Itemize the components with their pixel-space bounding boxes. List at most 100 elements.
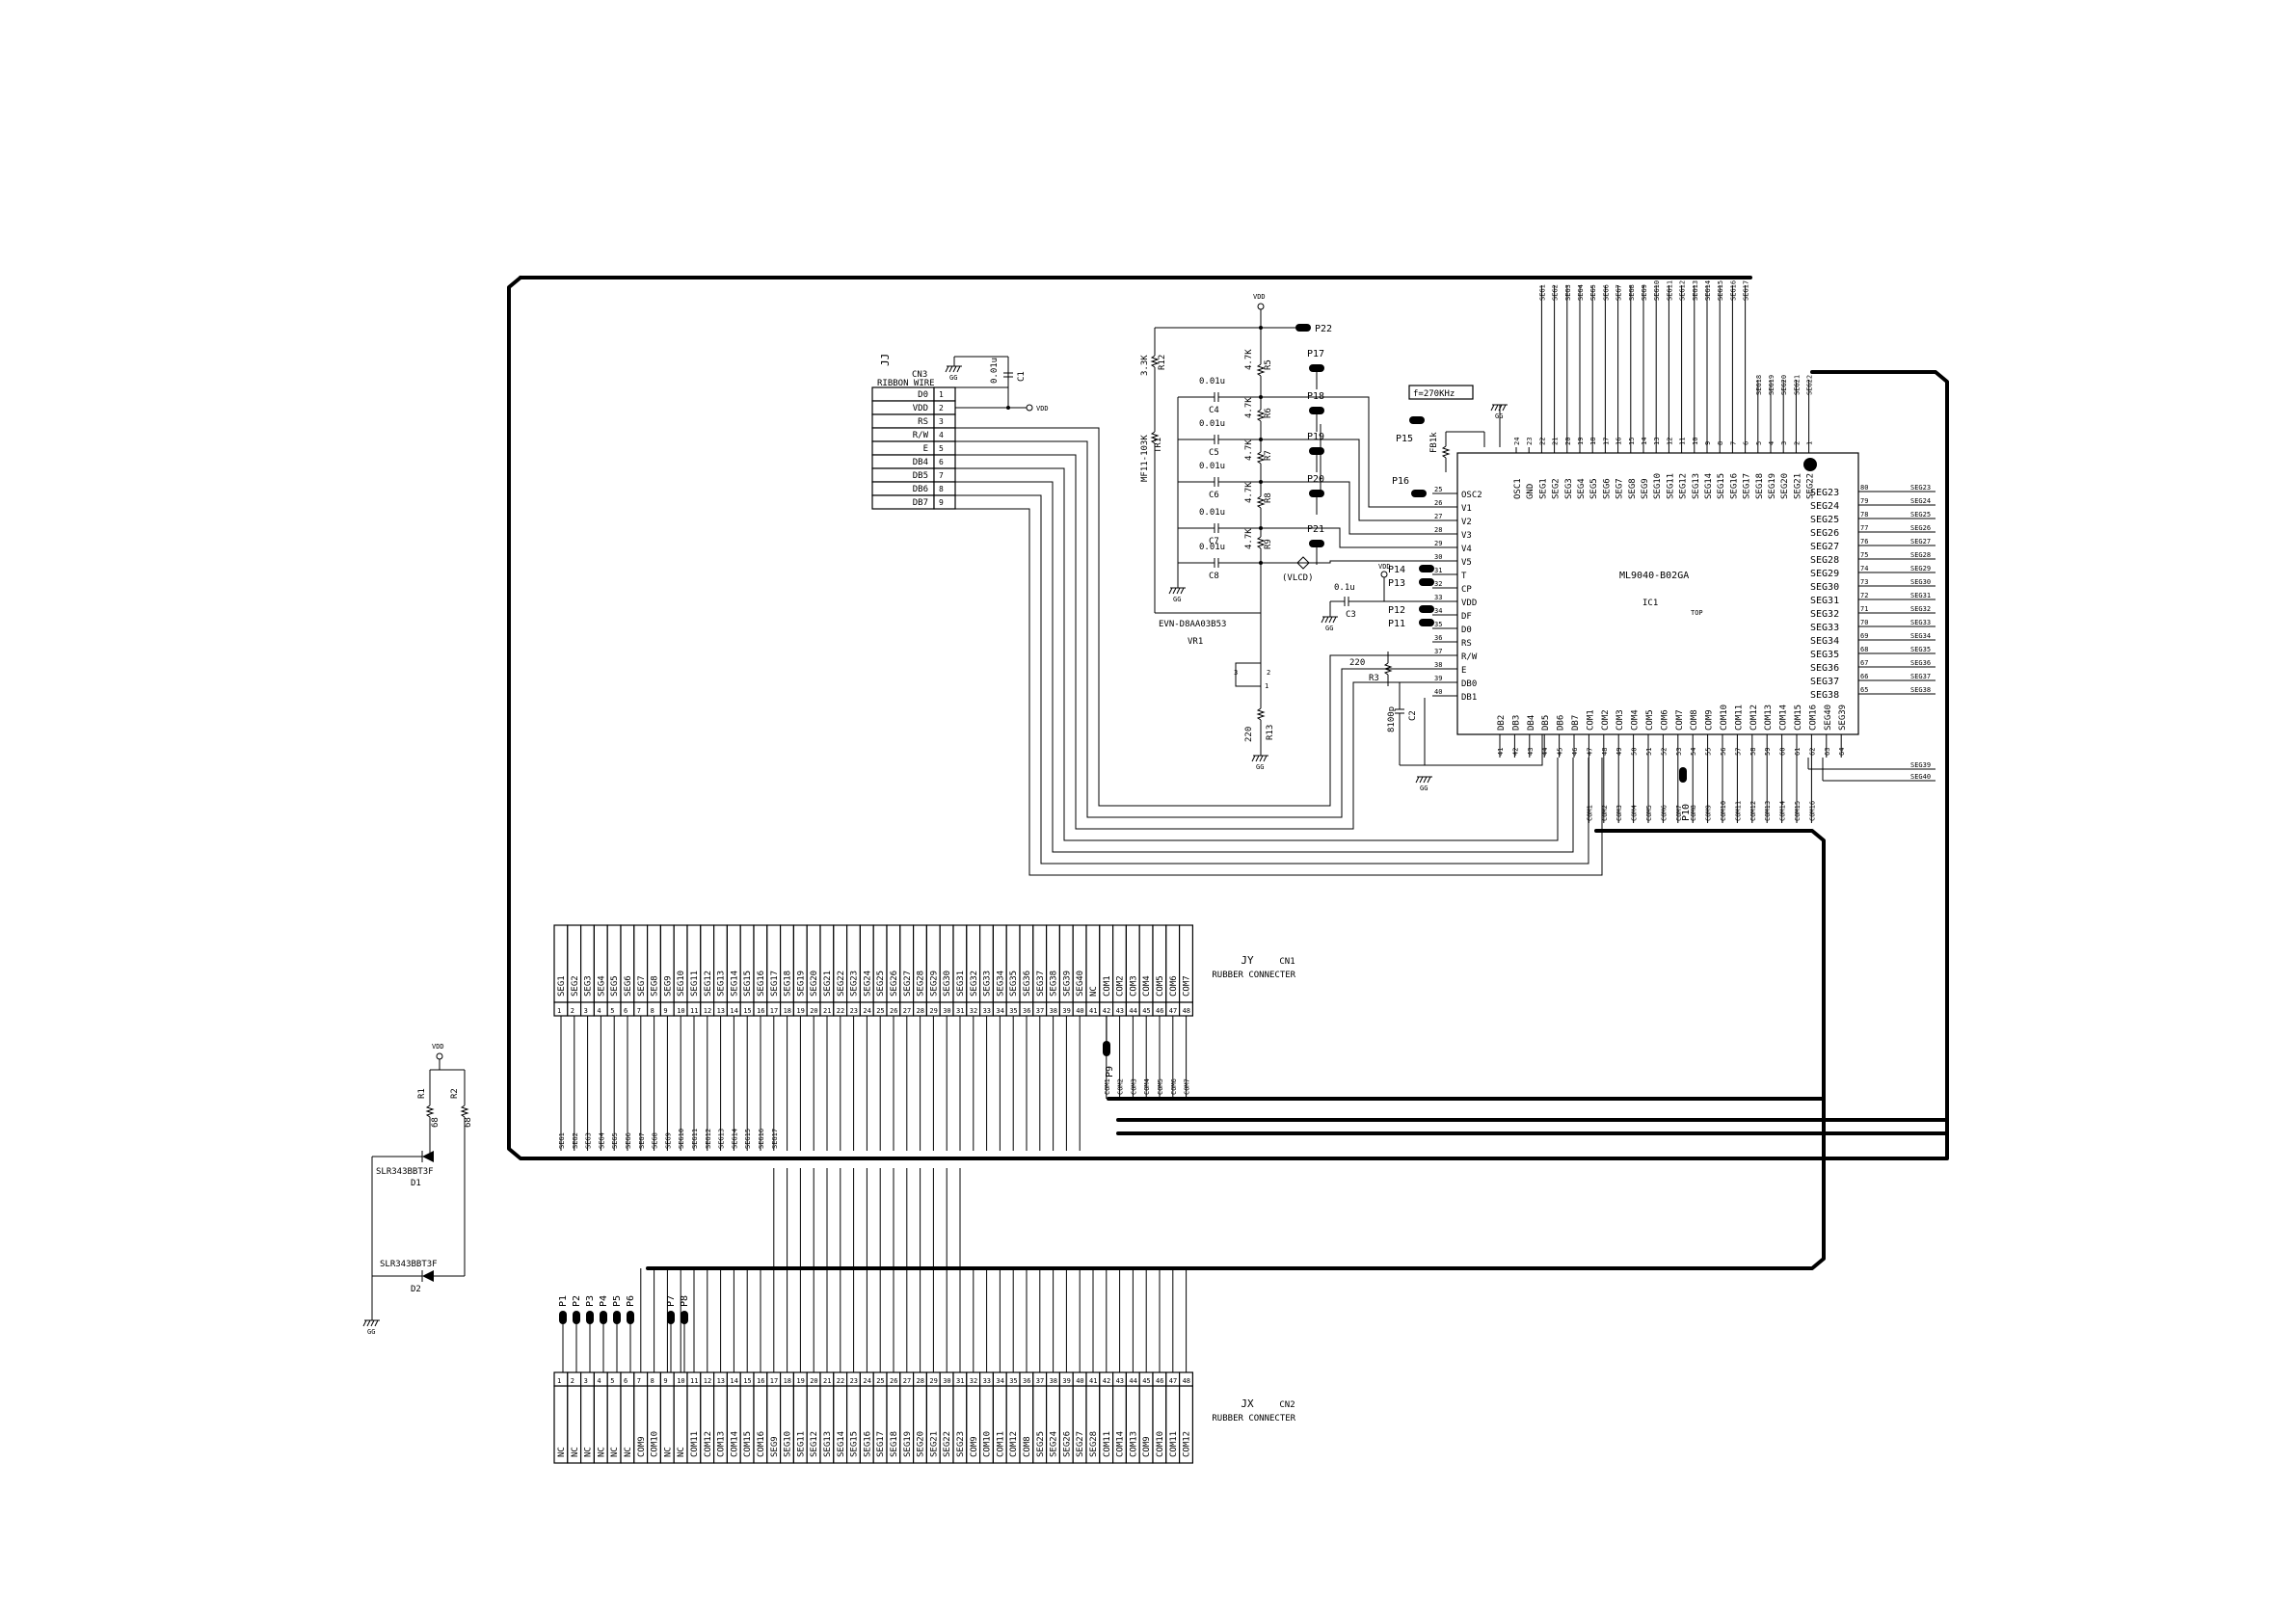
connector-pin-num: 23: [850, 1007, 858, 1015]
connector-pin-num: 4: [597, 1007, 601, 1015]
connector-pin-num: 35: [1009, 1007, 1017, 1015]
ic-pin-number: 50: [1631, 748, 1639, 756]
bias-tap-wire: [1261, 396, 1432, 508]
ic-pin-name: SEG17: [1743, 473, 1752, 499]
test-pad: [1309, 407, 1324, 414]
ic-pin-number: 43: [1527, 748, 1535, 756]
ic-pin-name: COM7: [1675, 709, 1685, 731]
ic-pin-name: V1: [1461, 504, 1472, 514]
connector-pin-num: 11: [690, 1007, 698, 1015]
com-bus-label: COM5: [1645, 805, 1653, 821]
ic-pin-number: 24: [1513, 438, 1521, 445]
ic-pin-number: 4: [1768, 441, 1775, 445]
ladder-capacitor-ref: C4: [1209, 406, 1219, 415]
connector-pin-name: SEG36: [1023, 971, 1032, 997]
test-point-label: P5: [612, 1295, 623, 1307]
main-bus-outline: [507, 276, 1949, 1270]
ground-label: GG: [367, 1328, 375, 1336]
ic-pin-number: 42: [1511, 748, 1519, 756]
connector-pin-name: SEG26: [1062, 1431, 1072, 1457]
connector-pin-num: 12: [704, 1377, 711, 1385]
ic-pin-number: 68: [1860, 646, 1868, 653]
ladder-resistor-ref: R5: [1264, 359, 1273, 370]
ic-pin-number: 12: [1666, 438, 1673, 445]
ic-pin-name: COM6: [1660, 709, 1669, 731]
connector-pin-name: NC: [584, 1447, 594, 1457]
seg-bus-label: SEG3: [1564, 284, 1572, 301]
ladder-resistor-value: 4.7K: [1244, 349, 1254, 370]
osc-note-text: f=270KHz: [1413, 389, 1455, 399]
ic-pin-name: SEG31: [1810, 596, 1839, 606]
com-bus-label: COM1: [1586, 805, 1593, 821]
ic-pin-name: SEG9: [1641, 478, 1650, 499]
ground-hatch: [1172, 587, 1177, 595]
connector-pin-num-cell: [1178, 1001, 1193, 1017]
connector-pin-name: SEG14: [837, 1431, 846, 1457]
resistor-zigzag: [1256, 451, 1266, 465]
d1-part: SLR343BBT3F: [376, 1167, 434, 1177]
ladder-resistor: [1256, 482, 1266, 522]
connector-pin-num: 23: [850, 1377, 858, 1385]
connector-pin-num: 3: [584, 1007, 588, 1015]
test-pad: [1419, 565, 1434, 572]
c3-capacitor: [1342, 597, 1351, 606]
seg-bus-label: SEG17: [1743, 280, 1750, 301]
r1-ref: R1: [417, 1088, 427, 1099]
ic-pin-name: COM11: [1734, 705, 1744, 731]
connector-pin-name: COM3: [1129, 975, 1138, 997]
connector-pin-num: 2: [571, 1377, 574, 1385]
ribbon-pin-num: 2: [939, 404, 944, 412]
test-point-p4: [600, 1311, 607, 1324]
seg-net-label: SEG29: [1910, 565, 1931, 572]
ribbon-pin-name: DB6: [913, 485, 928, 494]
connector-pin-name: SEG9: [770, 1436, 780, 1457]
connector-pin-name: COM12: [1009, 1431, 1019, 1457]
seg-bus-label: SEG8: [1628, 284, 1636, 301]
ic-pin-name: SEG5: [1589, 478, 1599, 499]
connector-pin-name: SEG16: [757, 971, 766, 997]
ground-label: GG: [1420, 785, 1428, 792]
connector-pin-num: 7: [637, 1377, 641, 1385]
cn1-com-label: COM5: [1157, 1078, 1164, 1095]
connector-pin-num: 7: [637, 1007, 641, 1015]
connector-pin-name: SEG20: [810, 971, 819, 997]
ribbon-pin-name: D0: [918, 390, 928, 400]
connector-pin-name: COM16: [757, 1431, 766, 1457]
ic-pin-name: COM16: [1808, 705, 1818, 731]
connector-pin-name: SEG4: [597, 975, 606, 997]
ic-pin-number: 29: [1434, 540, 1442, 547]
seg-net-label: SEG26: [1910, 524, 1931, 532]
ic-pin-number: 21: [1552, 438, 1560, 445]
ribbon-pin-num: 3: [939, 417, 944, 426]
ic-pin-number: 2: [1793, 441, 1801, 445]
ic-pin1-marker: [1803, 458, 1817, 471]
connector-pin-name: NC: [610, 1447, 620, 1457]
connector-pin-name: SEG15: [850, 1431, 860, 1457]
ic-pin-number: 8: [1717, 441, 1724, 445]
connector-pin-num: 36: [1023, 1377, 1030, 1385]
ic-pin-number: 10: [1692, 438, 1699, 445]
cn1-bus-label: SEG9: [664, 1132, 672, 1149]
test-point-p21: [1309, 540, 1324, 547]
ic-pin-number: 35: [1434, 621, 1442, 628]
connector-pin-name: SEG40: [1076, 971, 1085, 997]
seg-net-label: SEG28: [1910, 551, 1931, 559]
ic-pin-name: COM10: [1720, 705, 1729, 731]
cn1-bus-label: SEG11: [691, 1129, 699, 1149]
ground-hatch: [948, 365, 953, 373]
ic-pin-name: SEG38: [1810, 690, 1839, 701]
connector-pin-name: COM7: [1183, 975, 1192, 997]
ic-pin-name: OSC1: [1513, 478, 1523, 499]
connector-pin-name: NC: [557, 1447, 567, 1457]
connector-pin-name: SEG21: [929, 1431, 939, 1457]
connector-pin-name: COM11: [1103, 1431, 1112, 1457]
ladder-resistor: [1256, 397, 1266, 434]
ic-pin-name: SEG32: [1810, 609, 1839, 620]
connector-pin-name: SEG23: [850, 971, 860, 997]
vr1-value: EVN-D8AA03B53: [1159, 620, 1226, 629]
connector-pin-name: SEG1: [557, 975, 567, 997]
ic-pin-name: SEG37: [1810, 677, 1839, 687]
ribbon-pin-num: 8: [939, 485, 944, 493]
connector-pin-name: SEG14: [730, 971, 739, 997]
cn1-bus-label: SEG7: [638, 1132, 646, 1149]
